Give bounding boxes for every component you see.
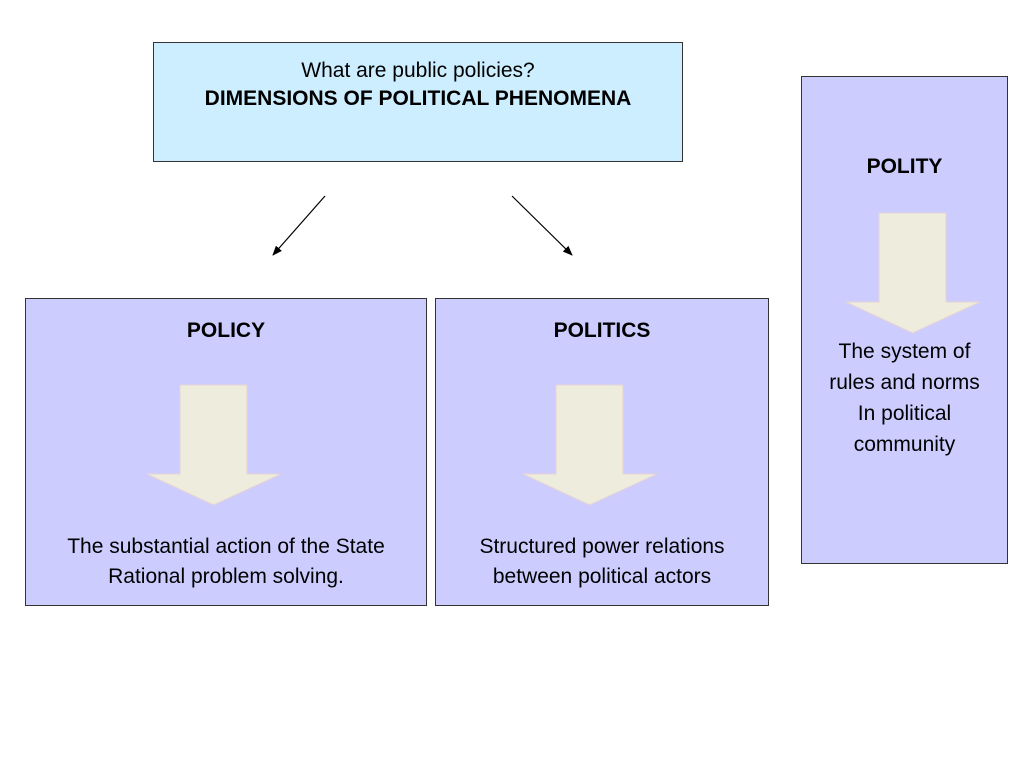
politics-desc-line-1: Structured power relations xyxy=(479,535,725,558)
policy-desc-line-2: Rational problem solving. xyxy=(108,565,344,588)
polity-desc-line-3: In political xyxy=(857,402,952,425)
polity-desc-line-2: rules and norms xyxy=(829,371,980,394)
polity-label: POLITY xyxy=(866,155,943,178)
polity-box: POLITY The system of rules and norms In … xyxy=(801,76,1008,564)
down-arrow-icon xyxy=(522,384,658,506)
title-box: What are public policies? DIMENSIONS OF … xyxy=(153,42,683,162)
politics-label: POLITICS xyxy=(553,319,651,342)
title-question: What are public policies? xyxy=(301,59,535,82)
arrow-to-politics xyxy=(511,195,573,256)
policy-box: POLICY The substantial action of the Sta… xyxy=(25,298,427,606)
title-heading: DIMENSIONS OF POLITICAL PHENOMENA xyxy=(204,87,632,110)
arrow-to-policy xyxy=(272,195,326,256)
down-arrow-icon xyxy=(146,384,282,506)
polity-desc-line-1: The system of xyxy=(838,340,971,363)
policy-label: POLICY xyxy=(186,319,266,342)
politics-desc-line-2: between political actors xyxy=(492,565,712,588)
polity-desc-line-4: community xyxy=(853,433,956,456)
down-arrow-icon xyxy=(845,212,981,334)
policy-desc-line-1: The substantial action of the State xyxy=(67,535,385,558)
politics-box: POLITICS Structured power relations betw… xyxy=(435,298,769,606)
